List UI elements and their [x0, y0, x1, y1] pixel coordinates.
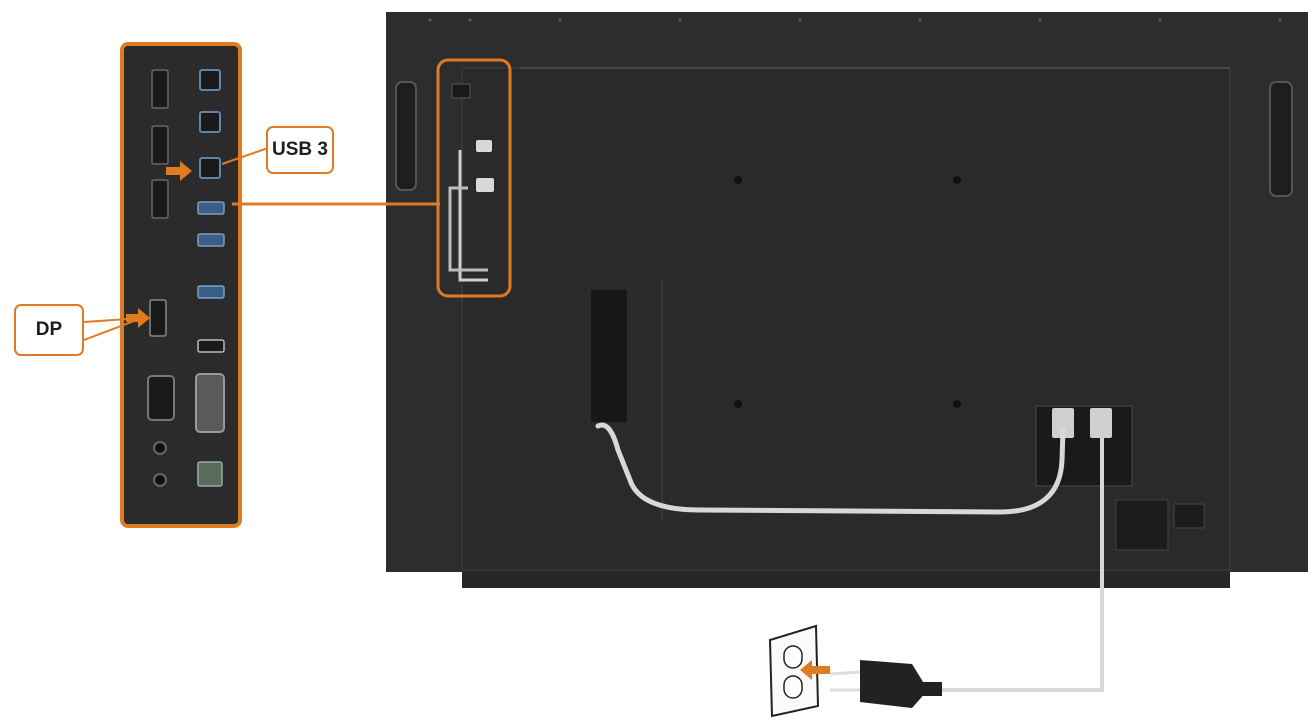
wall-outlet [768, 624, 820, 718]
usb-b-port-highlight [199, 157, 221, 179]
usb-plug [476, 140, 492, 152]
signal-cable [595, 422, 1066, 515]
power-inlet-box [1035, 405, 1133, 487]
vga-port [147, 375, 175, 421]
rating-label [1115, 499, 1169, 551]
cable-slot [591, 290, 627, 422]
io-panel [120, 42, 242, 528]
usb-a-port [197, 285, 225, 299]
usb-a-port [197, 233, 225, 247]
audio-jack [153, 441, 167, 455]
ethernet-port [197, 461, 223, 487]
dp-callout: DP [14, 304, 84, 356]
dp-plug [476, 178, 494, 192]
usb-a-port [197, 201, 225, 215]
plug-in-arrow [800, 660, 830, 680]
vesa-hole [953, 176, 961, 184]
hdmi-port [151, 69, 169, 109]
vesa-hole [734, 176, 742, 184]
rating-label-small [1173, 503, 1205, 529]
power-plug [829, 660, 942, 708]
displayport-port [149, 299, 167, 337]
usb-a-port [197, 339, 225, 353]
io-panel-zoom [120, 42, 242, 528]
hdmi-port [151, 125, 169, 165]
side-port-region [436, 58, 512, 298]
vesa-hole [734, 400, 742, 408]
dvi-port [195, 373, 225, 433]
dp-callout-pointer [83, 317, 143, 341]
vesa-hole [953, 400, 961, 408]
monitor-recessed-plate [461, 67, 1231, 571]
monitor-lower-bezel [462, 568, 1230, 588]
right-handle [1269, 81, 1293, 197]
usb-arrow [166, 161, 192, 181]
dp-callout-label: DP [35, 319, 63, 340]
usb-b-port [199, 111, 221, 133]
audio-jack [153, 473, 167, 487]
monitor-rear [386, 12, 1308, 588]
left-handle [395, 81, 417, 191]
hdmi-port [151, 179, 169, 219]
usb3-callout-label: USB 3 [272, 139, 328, 160]
power-cable [940, 438, 1104, 692]
usb-b-port [199, 69, 221, 91]
usb3-callout: USB 3 [266, 126, 334, 174]
